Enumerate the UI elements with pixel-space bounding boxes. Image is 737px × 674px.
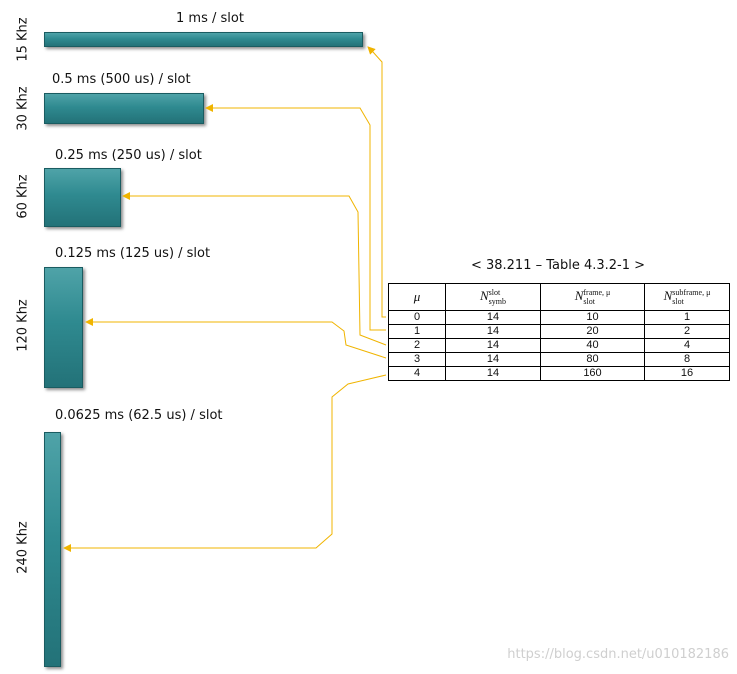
cell-frame: 40 [540, 338, 645, 353]
slot-duration-30khz: 0.5 ms (500 us) / slot [52, 72, 191, 87]
cell-symb: 14 [445, 310, 541, 325]
table-row: 0 14 10 1 [388, 310, 730, 325]
cell-frame: 160 [540, 366, 645, 381]
slot-bar-120khz [44, 267, 83, 388]
arrow-mu3 [85, 318, 387, 359]
table-row: 4 14 160 16 [388, 366, 730, 381]
cell-subframe: 2 [644, 324, 730, 339]
cell-frame: 80 [540, 352, 645, 367]
cell-symb: 14 [445, 366, 541, 381]
table-title: < 38.211 – Table 4.3.2-1 > [470, 258, 646, 273]
cell-symb: 14 [445, 352, 541, 367]
slot-duration-60khz: 0.25 ms (250 us) / slot [55, 148, 202, 163]
slot-bar-240khz [44, 432, 61, 667]
cell-subframe: 8 [644, 352, 730, 367]
cell-symb: 14 [445, 338, 541, 353]
slot-bar-15khz [44, 32, 363, 47]
arrow-mu1 [205, 104, 386, 331]
cell-symb: 14 [445, 324, 541, 339]
cell-mu: 1 [388, 324, 446, 339]
cell-mu: 2 [388, 338, 446, 353]
arrow-mu0 [367, 46, 386, 318]
cell-mu: 3 [388, 352, 446, 367]
slot-duration-120khz: 0.125 ms (125 us) / slot [55, 246, 211, 261]
table-row: 1 14 20 2 [388, 324, 730, 339]
table-row: 2 14 40 4 [388, 338, 730, 353]
watermark: https://blog.csdn.net/u010182186 [507, 647, 729, 662]
arrow-mu2 [122, 192, 387, 346]
cell-frame: 10 [540, 310, 645, 325]
cell-subframe: 16 [644, 366, 730, 381]
cell-frame: 20 [540, 324, 645, 339]
header-mu: μ [388, 283, 446, 311]
slot-bar-60khz [44, 168, 121, 227]
slot-duration-15khz: 1 ms / slot [176, 11, 244, 26]
cell-mu: 0 [388, 310, 446, 325]
cell-subframe: 4 [644, 338, 730, 353]
cell-mu: 4 [388, 366, 446, 381]
table-row: 3 14 80 8 [388, 352, 730, 367]
arrow-mu4 [63, 374, 387, 552]
slot-bar-30khz [44, 93, 204, 124]
cell-subframe: 1 [644, 310, 730, 325]
slot-duration-240khz: 0.0625 ms (62.5 us) / slot [55, 408, 223, 423]
